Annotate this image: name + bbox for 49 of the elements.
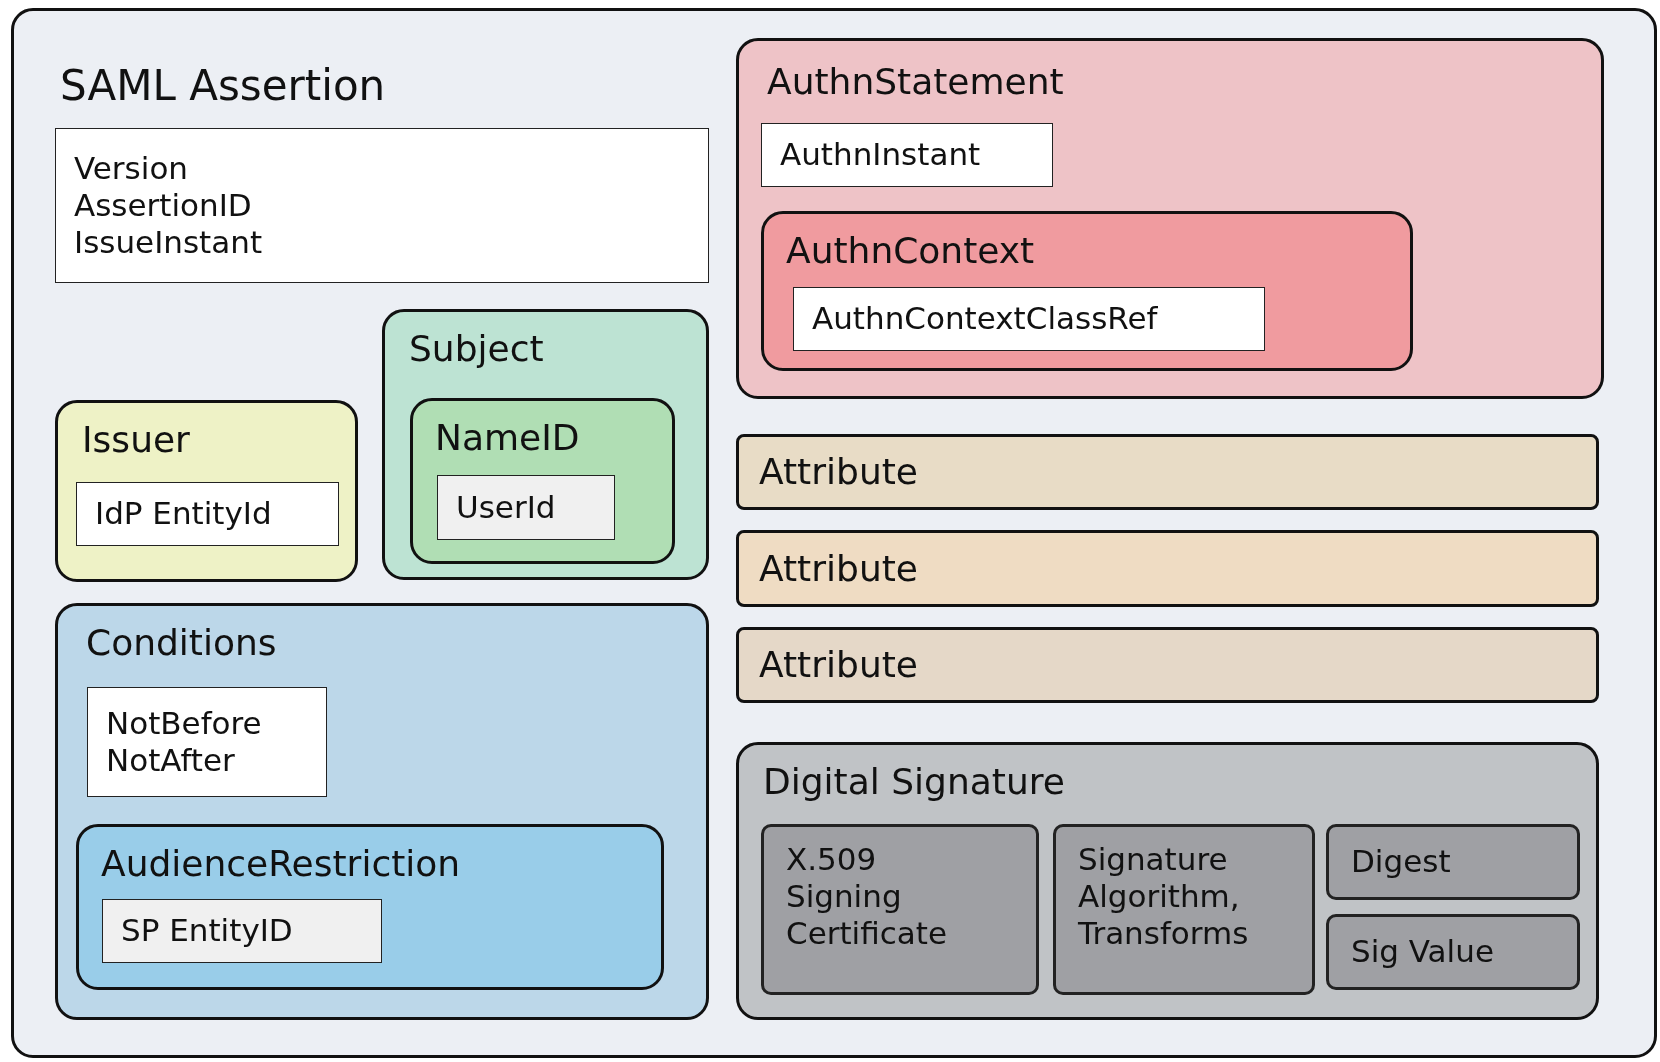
field-label: IdP EntityId (95, 495, 273, 533)
container-heading: Subject (409, 328, 544, 369)
field-label: Version (74, 149, 189, 187)
container-heading: SAML Assertion (60, 61, 386, 110)
field (761, 123, 1053, 187)
container-heading: Issuer (82, 419, 190, 460)
field-label: AuthnContextClassRef (812, 300, 1159, 338)
container-heading: AuthnStatement (767, 61, 1064, 102)
field-label: Sig Value (1351, 933, 1495, 971)
field-label: AssertionID (74, 186, 253, 225)
authn-statement-container (736, 38, 1604, 399)
field-label: Attribute (759, 450, 918, 494)
field-label: Digest (1351, 843, 1452, 881)
field-label: X.509 Signing Certificate (786, 841, 949, 953)
field-label: AuthnInstant (780, 136, 982, 174)
field-label: SP EntityID (121, 912, 294, 950)
authn-context-container (761, 211, 1413, 371)
algorithm-box (1053, 824, 1315, 995)
field-label: UserId (456, 488, 557, 527)
field-label: IssueInstant (74, 224, 264, 262)
attribute-bar (736, 434, 1599, 510)
saml-assertion-container (11, 8, 1657, 1058)
container-heading: NameID (435, 417, 580, 458)
container-heading: Digital Signature (763, 761, 1065, 802)
field-label: Attribute (759, 546, 918, 591)
field (437, 475, 615, 540)
attribute-bar (736, 530, 1599, 607)
field (793, 287, 1265, 351)
field-label: NotBefore (106, 704, 263, 742)
subject-container (382, 309, 709, 580)
field-label: NotAfter (106, 742, 236, 780)
digital-signature-container (736, 742, 1599, 1020)
nameid-container (410, 398, 675, 564)
container-heading: AudienceRestriction (101, 843, 461, 884)
field (102, 899, 382, 963)
issuer-container (55, 400, 358, 582)
container-heading: Conditions (86, 622, 277, 663)
container-heading: AuthnContext (786, 230, 1035, 271)
conditions-container (55, 603, 709, 1020)
attribute-bar (736, 627, 1599, 703)
field (76, 482, 339, 546)
field (87, 687, 327, 797)
field-label: Signature Algorithm, Transforms (1078, 841, 1250, 953)
audience-restriction-container (76, 824, 664, 990)
field-label: Attribute (759, 643, 918, 687)
digest-box (1326, 824, 1580, 900)
header-fields (55, 128, 709, 283)
certificate-box (761, 824, 1039, 995)
signature-value-box (1326, 914, 1580, 990)
